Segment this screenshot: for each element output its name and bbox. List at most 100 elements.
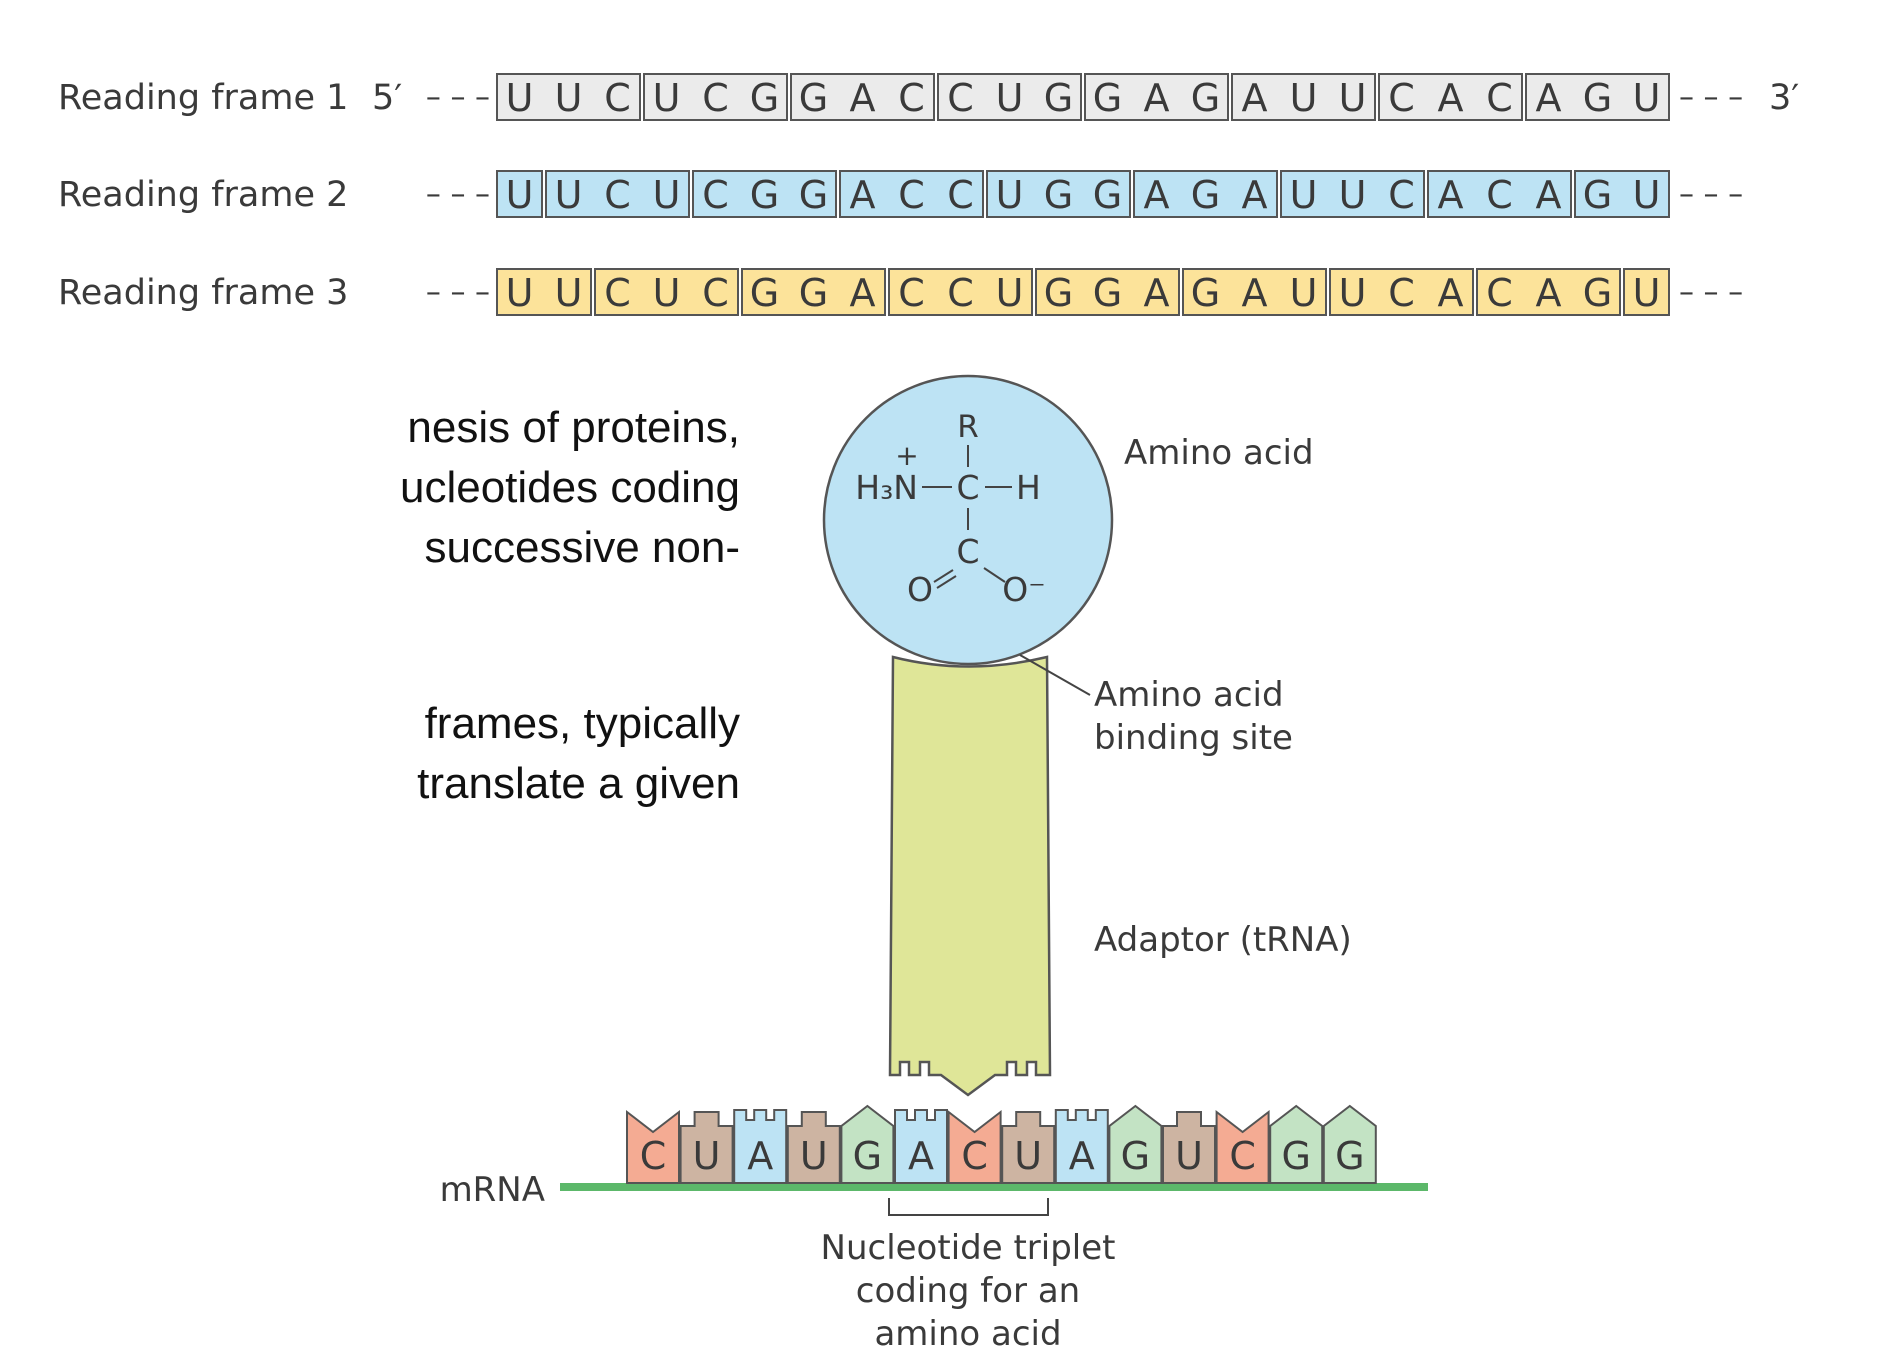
chem-o-right: O⁻ [1002, 570, 1045, 609]
codon-letter: U [506, 271, 534, 315]
codon-box [1133, 170, 1278, 218]
codon-letter: G [1191, 76, 1220, 120]
codon-letter: U [506, 76, 534, 120]
chem-h: H [1016, 468, 1041, 507]
chem-c-carboxyl: C [956, 532, 979, 571]
codon-letter: G [1044, 173, 1073, 217]
codon-letter: G [750, 76, 779, 120]
codon-box [496, 268, 592, 316]
codon-box [1476, 268, 1621, 316]
dashes-left: – – – [426, 80, 490, 115]
reading-frame-label: Reading frame 2 [58, 175, 348, 215]
paragraph-line: successive non- [424, 523, 740, 572]
codon-letter: C [702, 173, 729, 217]
codon-letter: U [555, 271, 583, 315]
codon-box [1525, 73, 1670, 121]
codon-letter: U [1290, 76, 1318, 120]
codon-letter: A [850, 271, 876, 315]
mrna-nucleotide [679, 1111, 734, 1184]
mrna-nucleotide-letter: G [853, 1134, 882, 1178]
codon-letter: G [1583, 271, 1612, 315]
chem-h3n: H₃N [855, 468, 918, 507]
codon-letter: U [1339, 173, 1367, 217]
codon-letter: A [1144, 76, 1170, 120]
codon-box [1378, 73, 1523, 121]
dashes-right: – – – [1679, 80, 1743, 115]
codon-letter: C [1486, 173, 1513, 217]
chem-r: R [957, 409, 979, 445]
codon-letter: C [898, 76, 925, 120]
codon-box [1182, 268, 1327, 316]
codon-letter: G [1044, 271, 1073, 315]
codon-letter: C [604, 76, 631, 120]
chem-o-left: O [907, 570, 933, 609]
codon-letter: G [1191, 271, 1220, 315]
codon-letter: A [1438, 76, 1464, 120]
mrna-nucleotide [947, 1109, 1002, 1184]
triplet-label-line3: amino acid [874, 1314, 1061, 1354]
mrna-nucleotide-letter: G [1121, 1134, 1150, 1178]
mrna-nucleotide [626, 1109, 680, 1184]
amino-acid-label: Amino acid [1124, 433, 1314, 473]
codon-letter: A [1242, 271, 1268, 315]
codon-letter: C [702, 271, 729, 315]
codon-letter: G [1093, 173, 1122, 217]
codon-letter: U [1633, 76, 1661, 120]
codon-letter: A [1438, 271, 1464, 315]
codon-letter: U [653, 173, 681, 217]
mrna-nucleotide-letter: U [693, 1134, 721, 1178]
codon-letter: A [1536, 271, 1562, 315]
codon-letter: A [1536, 76, 1562, 120]
codon-letter: U [1339, 76, 1367, 120]
codon-letter: C [1388, 76, 1415, 120]
binding-site-label-line1: Amino acid [1094, 675, 1284, 715]
codon-letter: C [1388, 271, 1415, 315]
codon-letter: U [1633, 173, 1661, 217]
mrna-nucleotide-letter: C [640, 1134, 667, 1178]
codon-box [937, 73, 1082, 121]
codon-box [888, 268, 1033, 316]
codon-letter: U [996, 271, 1024, 315]
codon-letter: U [1339, 271, 1367, 315]
chem-plus: + [895, 439, 918, 472]
codon-letter: C [947, 173, 974, 217]
codon-box [1623, 268, 1670, 316]
codon-letter: U [653, 271, 681, 315]
codon-box [594, 268, 739, 316]
codon-letter: G [750, 271, 779, 315]
codon-letter: C [947, 271, 974, 315]
mrna-nucleotide [1001, 1111, 1056, 1184]
codon-letter: C [604, 271, 631, 315]
codon-letter: A [1536, 173, 1562, 217]
binding-site-label-line2: binding site [1094, 718, 1293, 758]
codon-letter: G [750, 173, 779, 217]
mrna-nucleotide [840, 1104, 895, 1184]
codon-box [1231, 73, 1376, 121]
codon-box [545, 170, 690, 218]
mrna-label: mRNA [440, 1170, 545, 1210]
mrna-nucleotide-letter: U [800, 1134, 828, 1178]
paragraph-block-1: nesis of proteins, ucleotides coding suc… [352, 398, 740, 578]
codon-letter: U [555, 76, 583, 120]
dashes-left: – – – [426, 275, 490, 310]
mrna-nucleotide-letter: U [1014, 1134, 1042, 1178]
mrna-nucleotide [1162, 1111, 1216, 1184]
codon-letter: A [850, 173, 876, 217]
codon-letter: G [799, 173, 828, 217]
codon-box [496, 73, 641, 121]
codon-letter: U [653, 76, 681, 120]
codon-box [1574, 170, 1670, 218]
codon-box [790, 73, 935, 121]
codon-box [1084, 73, 1229, 121]
codon-letter: G [1191, 173, 1220, 217]
triplet-label-line1: Nucleotide triplet [821, 1228, 1116, 1268]
mrna-nucleotide [786, 1111, 841, 1184]
codon-letter: G [799, 271, 828, 315]
codon-letter: A [1144, 173, 1170, 217]
mrna-nucleotide-letter: G [1335, 1134, 1364, 1178]
codon-letter: G [1583, 173, 1612, 217]
codon-box [496, 170, 543, 218]
codon-letter: A [1438, 173, 1464, 217]
